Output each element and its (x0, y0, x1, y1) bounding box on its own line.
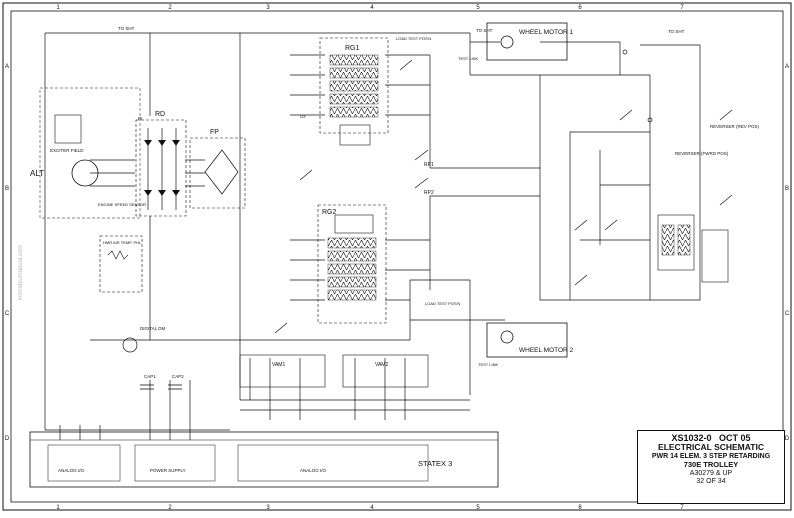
column-label: 3 (266, 505, 270, 511)
doc-number: XS1032-0 (671, 433, 712, 443)
doc-sheet: 32 OF 34 (696, 477, 726, 485)
row-labels-left: A B C D (5, 64, 10, 442)
row-label: A (785, 64, 789, 70)
column-label: 5 (476, 505, 480, 511)
vam2-box: VAM2 (342, 354, 429, 388)
column-label: 5 (476, 5, 480, 11)
svg-text:WHEEL MOTOR 1: WHEEL MOTOR 1 (519, 29, 574, 36)
svg-text:ALT: ALT (30, 169, 44, 178)
column-labels-top: 1 2 3 4 5 6 7 (56, 5, 684, 11)
doc-subtitle: PWR 14 ELEM. 3 STEP RETARDING (651, 453, 771, 461)
column-label: 3 (266, 5, 270, 11)
watermark: komatsumanual.com (18, 245, 24, 300)
column-label: 4 (370, 5, 374, 11)
rp1-label: RP1 (424, 162, 434, 168)
row-label: C (785, 311, 790, 317)
vam1-box: VAM1 (239, 354, 326, 388)
rg1-grid-box: RG1 (319, 37, 389, 146)
load-test-2-label: LOAD TEST POS'N (425, 301, 460, 306)
to-sht-label-top: TO SHT (476, 28, 493, 33)
capacitors: CAP1 CAP2 (140, 374, 184, 390)
svg-text:HMR AIR TEMP. PHL: HMR AIR TEMP. PHL (103, 240, 142, 245)
test-link-2-label: TEST LINK (478, 362, 498, 367)
doc-serial: A30279 & UP (689, 469, 733, 477)
fp-filter-panel: FP (189, 129, 246, 209)
svg-text:EXCITER FIELD: EXCITER FIELD (50, 148, 84, 153)
column-label: 1 (56, 505, 60, 511)
column-label: 7 (680, 505, 684, 511)
row-label: A (5, 64, 9, 70)
inner-border (10, 10, 784, 503)
column-label: 2 (168, 505, 172, 511)
rp2-label: RP2 (424, 190, 434, 196)
digital-dm: DIGITAL DM (122, 326, 166, 353)
row-label: B (785, 186, 789, 192)
svg-text:RG2: RG2 (322, 209, 337, 216)
svg-text:STATEX 3: STATEX 3 (418, 459, 452, 468)
test-link-1-label: TEST LINK (458, 56, 478, 61)
gf-label: GF (300, 114, 307, 119)
to-sht-label-right: TO SHT (668, 29, 685, 34)
column-label: 1 (56, 5, 60, 11)
svg-text:VAM1: VAM1 (272, 362, 285, 368)
doc-number-line: XS1032-0 OCT 05 (638, 433, 784, 443)
title-block: XS1032-0 OCT 05 ELECTRICAL SCHEMATIC PWR… (637, 430, 785, 504)
load-test-1-label: LOAD TEST POS'N (396, 36, 431, 41)
svg-text:RD: RD (155, 111, 165, 118)
column-label: 4 (370, 505, 374, 511)
svg-text:ANALOG I/O: ANALOG I/O (58, 468, 85, 473)
row-label: B (5, 186, 9, 192)
svg-text:WHEEL MOTOR 2: WHEEL MOTOR 2 (519, 347, 574, 354)
doc-date: OCT 05 (719, 433, 751, 443)
svg-text:POWER SUPPLY: POWER SUPPLY (150, 468, 186, 473)
column-label: 6 (578, 505, 582, 511)
wheel-motor-1: WHEEL MOTOR 1 (486, 22, 574, 61)
reverser-rev: REVERSER (REV POS) (701, 124, 760, 283)
wiring (44, 32, 701, 440)
svg-text:REVERSER (FWRD POS): REVERSER (FWRD POS) (675, 151, 729, 156)
doc-model: 730E TROLLEY (683, 460, 739, 470)
ri-label: RI (138, 116, 143, 121)
svg-text:ANALOG I/O: ANALOG I/O (300, 468, 327, 473)
reverser-fwd: REVERSER (FWRD POS) (657, 151, 729, 271)
svg-text:DIGITAL DM: DIGITAL DM (140, 326, 166, 331)
contacts (274, 49, 733, 334)
row-label: D (785, 436, 790, 442)
doc-title: ELECTRICAL SCHEMATIC (658, 442, 764, 453)
to-sht-label-left: TO SHT (118, 26, 135, 31)
column-labels-bottom: 1 2 3 4 5 6 7 (56, 505, 684, 511)
column-label: 6 (578, 5, 582, 11)
statex-box: STATEX 3 ANALOG I/O POWER SUPPLY ANALOG … (29, 431, 499, 488)
outer-border (2, 2, 792, 511)
row-label: D (5, 436, 10, 442)
svg-text:RG1: RG1 (345, 45, 360, 52)
rg2-grid-box: RG2 (317, 204, 387, 324)
hmr-air-temp: HMR AIR TEMP. PHL (99, 235, 143, 293)
alternator: ALT EXCITER FIELD ENGINE SPEED SENSOR (30, 87, 146, 219)
svg-text:ENGINE SPEED SENSOR: ENGINE SPEED SENSOR (98, 202, 146, 207)
row-label: C (5, 311, 10, 317)
svg-text:FP: FP (210, 129, 219, 136)
svg-text:CAP1: CAP1 (144, 374, 156, 379)
row-labels-right: A B C D (785, 64, 790, 442)
rectifier-rd: RD (135, 111, 187, 217)
svg-text:VAM2: VAM2 (375, 362, 388, 368)
wheel-motor-2: WHEEL MOTOR 2 (486, 322, 574, 358)
svg-text:REVERSER (REV POS): REVERSER (REV POS) (710, 124, 760, 129)
column-label: 7 (680, 5, 684, 11)
column-label: 2 (168, 5, 172, 11)
svg-text:CAP2: CAP2 (172, 374, 184, 379)
